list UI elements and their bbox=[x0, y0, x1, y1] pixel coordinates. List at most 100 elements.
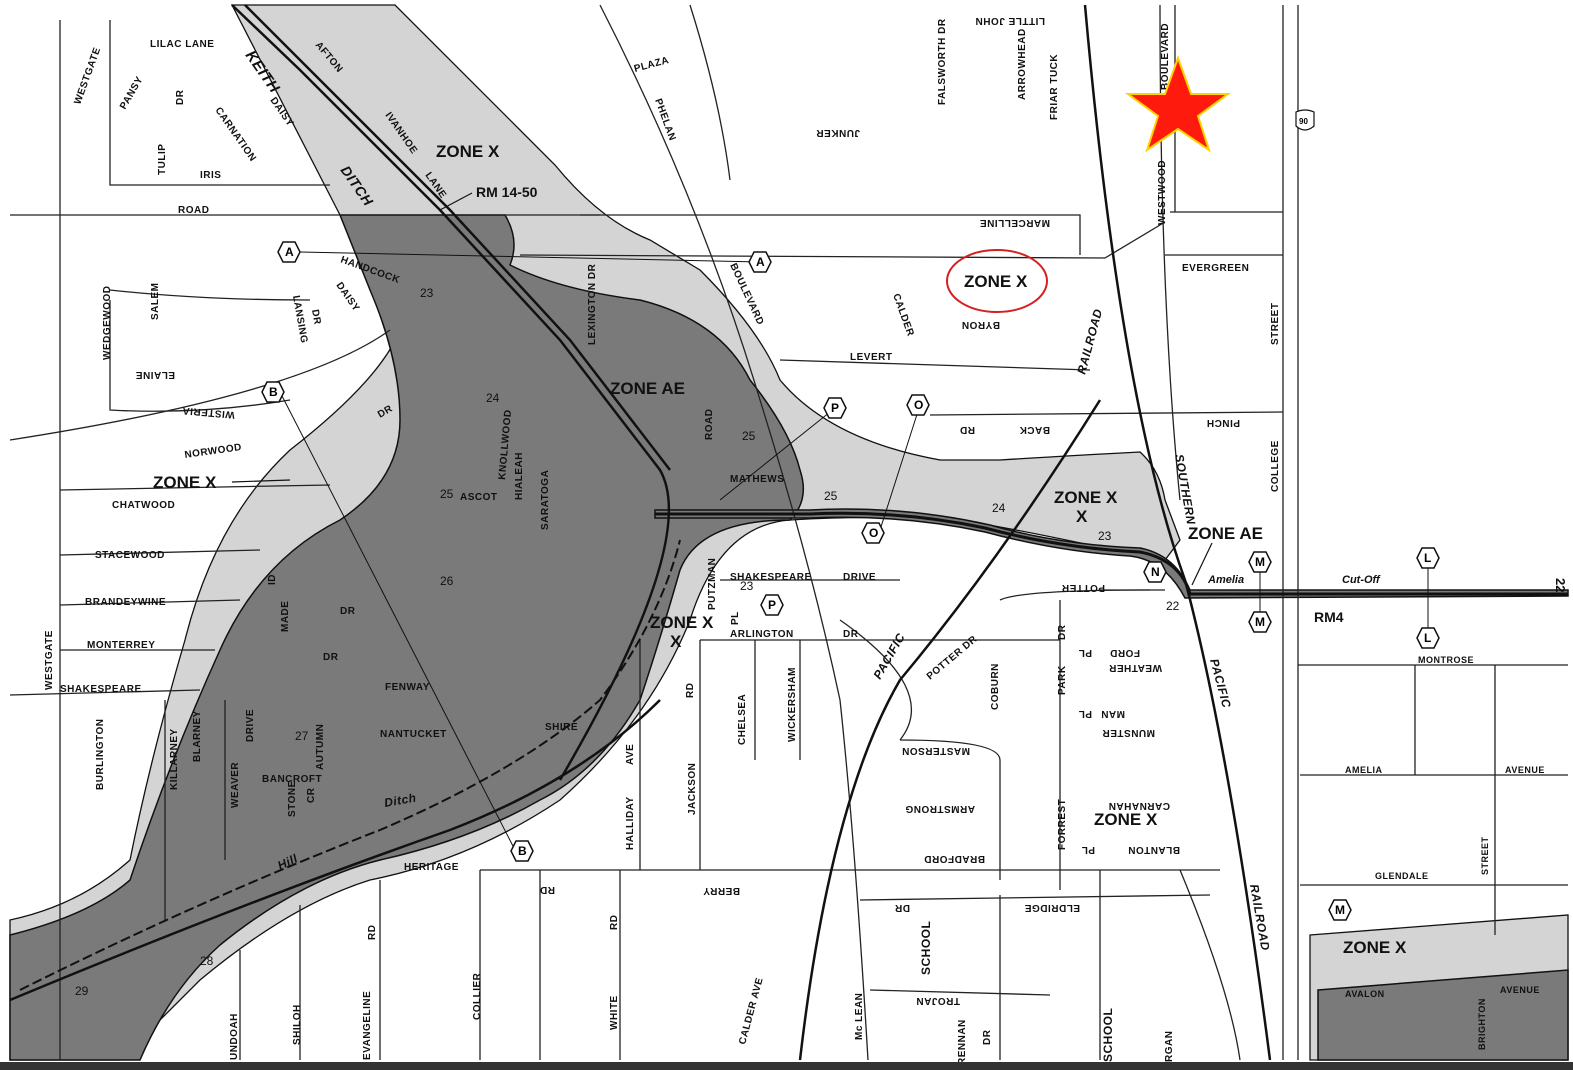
svg-text:UNDOAH: UNDOAH bbox=[229, 1013, 240, 1060]
svg-text:SCHOOL: SCHOOL bbox=[1101, 1008, 1115, 1062]
zone-x-west-pointer bbox=[231, 479, 291, 483]
svg-text:ELAINE: ELAINE bbox=[135, 369, 175, 380]
cross-section-lines bbox=[279, 251, 921, 851]
section-hex-o-north: O bbox=[906, 394, 930, 416]
svg-text:PL: PL bbox=[1078, 647, 1092, 658]
svg-text:ARROWHEAD: ARROWHEAD bbox=[1017, 28, 1028, 100]
svg-text:FORD: FORD bbox=[1110, 647, 1140, 658]
svg-text:CHELSEA: CHELSEA bbox=[737, 694, 748, 745]
section-hex-a-west: A bbox=[277, 241, 301, 263]
cutoff-channel-label: Cut-Off bbox=[1342, 574, 1381, 586]
svg-text:COLLIER: COLLIER bbox=[472, 972, 483, 1020]
svg-text:ROAD: ROAD bbox=[704, 409, 715, 440]
svg-text:CHATWOOD: CHATWOOD bbox=[112, 500, 175, 511]
svg-text:SHAKESPEARE: SHAKESPEARE bbox=[60, 684, 142, 695]
svg-text:MONTERREY: MONTERREY bbox=[87, 640, 155, 651]
svg-text:PL: PL bbox=[1081, 844, 1095, 855]
svg-text:DR: DR bbox=[175, 89, 186, 105]
svg-text:COBURN: COBURN bbox=[990, 663, 1001, 710]
svg-text:BANCROFT: BANCROFT bbox=[262, 774, 322, 785]
svg-text:BLARNEY: BLARNEY bbox=[192, 710, 203, 762]
svg-text:SHIRE: SHIRE bbox=[545, 722, 578, 733]
svg-text:DR: DR bbox=[843, 629, 859, 640]
svg-text:AVALON: AVALON bbox=[1345, 989, 1385, 999]
svg-text:RD: RD bbox=[367, 925, 378, 940]
svg-text:DR: DR bbox=[982, 1029, 993, 1045]
svg-text:STONE: STONE bbox=[287, 780, 298, 817]
svg-text:A: A bbox=[756, 255, 765, 269]
svg-text:PUTZMAN: PUTZMAN bbox=[707, 558, 718, 610]
svg-text:A: A bbox=[285, 245, 294, 259]
svg-text:DR: DR bbox=[340, 606, 356, 617]
svg-text:L: L bbox=[1424, 551, 1431, 565]
svg-text:PARK: PARK bbox=[1057, 665, 1068, 695]
zone-x-circled-label: ZONE X bbox=[964, 272, 1028, 291]
svg-text:RD: RD bbox=[609, 915, 620, 930]
svg-text:FORREST: FORREST bbox=[1057, 799, 1068, 850]
svg-text:EVANGELINE: EVANGELINE bbox=[362, 991, 373, 1060]
svg-text:FALSWORTH DR: FALSWORTH DR bbox=[937, 18, 948, 105]
svg-text:WEAVER: WEAVER bbox=[230, 762, 241, 808]
svg-text:M: M bbox=[1255, 555, 1265, 569]
svg-text:RENNAN: RENNAN bbox=[957, 1019, 968, 1065]
section-hex-m-north: M bbox=[1248, 551, 1272, 573]
svg-text:PL: PL bbox=[1078, 708, 1092, 719]
svg-text:BERRY: BERRY bbox=[703, 885, 740, 896]
svg-text:BLANTON: BLANTON bbox=[1128, 844, 1180, 855]
svg-text:P: P bbox=[831, 401, 839, 415]
section-hex-a-east: A bbox=[748, 251, 772, 273]
svg-text:SHAKESPEARE: SHAKESPEARE bbox=[730, 572, 812, 583]
svg-text:GLENDALE: GLENDALE bbox=[1375, 871, 1429, 881]
svg-text:O: O bbox=[914, 398, 923, 412]
svg-text:25: 25 bbox=[742, 429, 756, 443]
svg-text:LITTLE JOHN: LITTLE JOHN bbox=[975, 15, 1045, 26]
svg-text:WISTERIA: WISTERIA bbox=[182, 404, 236, 420]
svg-text:26: 26 bbox=[440, 574, 454, 588]
svg-text:MATHEWS: MATHEWS bbox=[730, 474, 784, 485]
zone-ae-east-pointer bbox=[1191, 542, 1213, 586]
svg-text:AVENUE: AVENUE bbox=[1505, 765, 1545, 775]
svg-text:WEATHER: WEATHER bbox=[1108, 662, 1162, 673]
section-hex-m-south: M bbox=[1248, 611, 1272, 633]
svg-text:BACK: BACK bbox=[1019, 424, 1050, 435]
svg-text:IRIS: IRIS bbox=[200, 170, 221, 181]
svg-text:PINCH: PINCH bbox=[1206, 417, 1240, 428]
svg-text:COLLEGE: COLLEGE bbox=[1270, 440, 1281, 492]
svg-text:N: N bbox=[1151, 565, 1160, 579]
svg-text:MAN: MAN bbox=[1101, 708, 1125, 719]
svg-text:29: 29 bbox=[75, 984, 89, 998]
zone-x-channel-label: ZONE X bbox=[1054, 488, 1118, 507]
svg-text:RD: RD bbox=[960, 424, 975, 435]
section-hex-p-south: P bbox=[760, 594, 784, 616]
svg-text:WEDGEWOOD: WEDGEWOOD bbox=[102, 286, 113, 361]
section-hex-l-south: L bbox=[1416, 627, 1440, 649]
svg-text:BYRON: BYRON bbox=[961, 319, 1000, 330]
svg-text:SCHOOL: SCHOOL bbox=[919, 921, 933, 975]
svg-text:JUNKER: JUNKER bbox=[816, 127, 860, 138]
bottom-edge bbox=[0, 1062, 1573, 1070]
svg-text:WHITE: WHITE bbox=[609, 995, 620, 1030]
svg-text:RGAN: RGAN bbox=[1164, 1031, 1175, 1062]
svg-text:CR: CR bbox=[306, 787, 317, 803]
svg-text:Mc LEAN: Mc LEAN bbox=[854, 993, 865, 1040]
zone-highlight-circle bbox=[946, 249, 1048, 313]
svg-text:MUNSTER: MUNSTER bbox=[1102, 727, 1155, 738]
section-hex-m-southeast: M bbox=[1328, 899, 1352, 921]
svg-text:SARATOGA: SARATOGA bbox=[540, 470, 551, 530]
rm-east-label: RM4 bbox=[1314, 609, 1344, 625]
section-hex-b-north: B bbox=[261, 381, 285, 403]
svg-text:MADE: MADE bbox=[280, 601, 291, 632]
svg-text:ARLINGTON: ARLINGTON bbox=[730, 629, 794, 640]
svg-text:LEXINGTON DR: LEXINGTON DR bbox=[587, 263, 598, 345]
zone-ae-southeast bbox=[1317, 969, 1569, 1061]
svg-text:ARMSTRONG: ARMSTRONG bbox=[905, 803, 975, 814]
svg-text:PL: PL bbox=[730, 611, 741, 625]
svg-text:BOULEVARD: BOULEVARD bbox=[1160, 23, 1171, 90]
svg-text:Ditch: Ditch bbox=[383, 791, 417, 810]
amelia-channel-label: Amelia bbox=[1207, 574, 1244, 586]
svg-text:BRIGHTON: BRIGHTON bbox=[1477, 998, 1487, 1050]
svg-text:M: M bbox=[1335, 903, 1345, 917]
section-hex-p-north: P bbox=[823, 397, 847, 419]
svg-text:HIALEAH: HIALEAH bbox=[514, 452, 525, 500]
zone-ae-shading bbox=[9, 214, 805, 1061]
